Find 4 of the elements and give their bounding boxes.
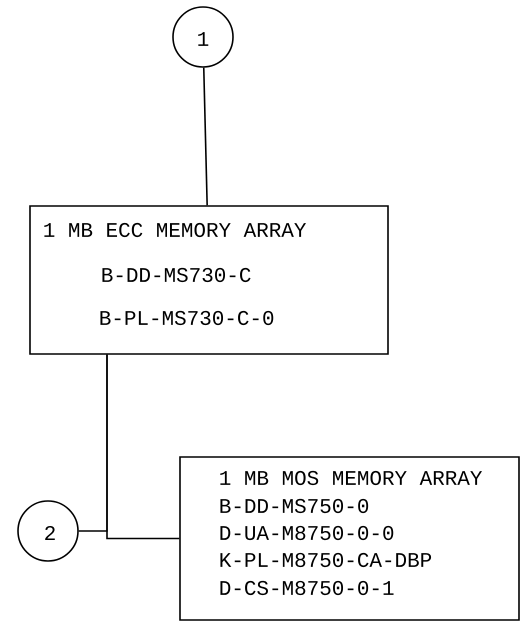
connector-line xyxy=(106,354,180,540)
part-box: 1 MB ECC MEMORY ARRAY B-DD-MS730-C B-PL-MS730-C-0 xyxy=(29,205,389,355)
connector-line xyxy=(202,68,208,206)
part-box: 1 MB MOS MEMORY ARRAY B-DD-MS750-0 D-UA-M8750-0-0 K-PL-M8750-CA-DBP D-CS-M8750-0-1 xyxy=(179,456,520,621)
